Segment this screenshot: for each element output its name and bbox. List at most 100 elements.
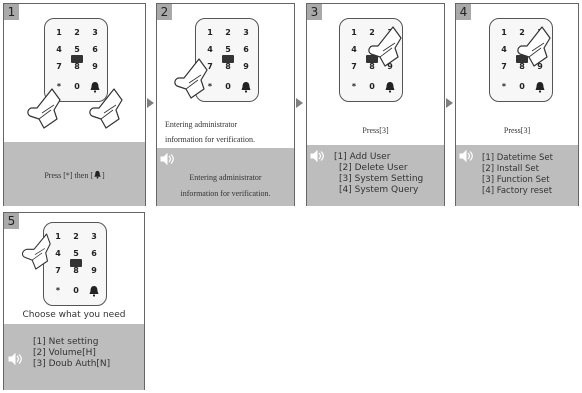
step-number: 3 <box>307 4 322 20</box>
voice-prompt-text: Entering administrator information for v… <box>157 170 294 202</box>
speaker-icon <box>8 353 22 365</box>
voice-line-2: information for verification. <box>180 189 271 198</box>
voice-menu-area <box>307 145 444 206</box>
keypad-key-8: 8 <box>73 266 79 275</box>
keypad-key-1: 1 <box>501 28 507 37</box>
step-number: 4 <box>456 4 471 20</box>
keypad-key-4: 4 <box>56 45 62 54</box>
menu-item: [3] Doub Auth[N] <box>33 359 111 369</box>
keypad-key-2: 2 <box>73 232 79 241</box>
keypad-key-*: * <box>57 82 62 91</box>
keypad-key-7: 7 <box>501 62 507 71</box>
menu-item: [1] Net setting <box>33 337 99 347</box>
card-icon <box>516 55 528 63</box>
keypad-key-7: 7 <box>56 62 62 71</box>
menu-item: [1] Datetime Set <box>482 153 553 163</box>
menu-item: [2] Volume[H] <box>33 348 96 358</box>
keypad-key-8: 8 <box>225 62 231 71</box>
keypad-key-1: 1 <box>207 28 213 37</box>
keypad-key-0: 0 <box>225 82 231 91</box>
voice-line-1: Entering administrator <box>189 173 262 182</box>
keypad-key-2: 2 <box>74 28 80 37</box>
speaker-icon <box>160 153 174 165</box>
keypad-key-2: 2 <box>225 28 231 37</box>
keypad-key-1: 1 <box>351 28 357 37</box>
arrow-right-icon <box>147 98 154 108</box>
instruction-caption: Press [*] then [ <box>44 171 93 180</box>
keypad-key-7: 7 <box>207 62 213 71</box>
menu-item: [2] Delete User <box>339 163 408 173</box>
speaker-icon <box>310 150 324 162</box>
voice-menu-area <box>4 324 144 390</box>
instruction-text: Press [*] then [ ] <box>4 170 145 181</box>
bell-icon <box>241 82 251 93</box>
keypad-key-9: 9 <box>243 62 249 71</box>
hand-pointer-icon <box>21 233 51 270</box>
keypad-key-0: 0 <box>74 82 80 91</box>
keypad-key-9: 9 <box>92 62 98 71</box>
keypad-key-5: 5 <box>225 45 231 54</box>
keypad-key-9: 9 <box>537 62 543 71</box>
status-text: Entering administrator information for v… <box>165 117 294 147</box>
keypad-key-5: 5 <box>74 45 80 54</box>
keypad-key-3: 3 <box>91 232 97 241</box>
keypad-key-8: 8 <box>519 62 525 71</box>
keypad-key-*: * <box>208 82 213 91</box>
keypad-key-4: 4 <box>501 45 507 54</box>
speaker-icon <box>459 150 473 162</box>
keypad-key-0: 0 <box>369 82 375 91</box>
keypad-keys: 1 2 3 4 5 6 7 8 9 * 0 <box>207 28 251 93</box>
keypad: 1 2 3 4 5 6 7 8 9 * 0 <box>195 18 259 102</box>
card-icon <box>70 259 82 267</box>
bell-icon <box>89 286 99 297</box>
menu-item: [4] System Query <box>339 185 419 195</box>
status-line-2: information for verification. <box>165 135 255 144</box>
bell-icon <box>90 82 100 93</box>
keypad-key-6: 6 <box>243 45 249 54</box>
bell-icon <box>93 170 102 181</box>
voice-menu: [1] Add User [2] Delete User [3] System … <box>334 152 423 196</box>
keypad-key-2: 2 <box>519 28 525 37</box>
keypad-key-8: 8 <box>369 62 375 71</box>
card-icon <box>222 55 234 63</box>
keypad-key-4: 4 <box>55 249 61 258</box>
keypad-key-*: * <box>56 286 61 295</box>
keypad-key-7: 7 <box>55 266 61 275</box>
keypad-key-2: 2 <box>369 28 375 37</box>
keypad-key-4: 4 <box>207 45 213 54</box>
status-line-1: Entering administrator <box>165 120 238 129</box>
keypad-key-5: 5 <box>73 249 79 258</box>
voice-menu-area <box>456 145 578 206</box>
bell-icon <box>385 82 395 93</box>
menu-item: [1] Add User <box>334 152 391 162</box>
menu-item: [2] Install Set <box>482 164 539 174</box>
bell-icon <box>535 82 545 93</box>
hand-pointer-icon <box>174 58 208 99</box>
step-number: 1 <box>4 4 19 20</box>
keypad-key-9: 9 <box>91 266 97 275</box>
keypad-key-7: 7 <box>351 62 357 71</box>
voice-menu: [1] Datetime Set [2] Install Set [3] Fun… <box>482 153 553 197</box>
voice-menu: [1] Net setting [2] Volume[H] [3] Doub A… <box>33 337 110 370</box>
menu-item: [3] System Setting <box>339 174 424 184</box>
hand-pointer-icon <box>368 26 402 67</box>
keypad-key-6: 6 <box>91 249 97 258</box>
keypad-key-*: * <box>352 82 357 91</box>
keypad-key-1: 1 <box>55 232 61 241</box>
instruction-area <box>4 142 145 206</box>
keypad-key-3: 3 <box>92 28 98 37</box>
keypad-key-9: 9 <box>387 62 393 71</box>
keypad-key-0: 0 <box>519 82 525 91</box>
menu-item: [4] Factory reset <box>482 186 553 196</box>
keypad-key-3: 3 <box>243 28 249 37</box>
instruction-caption-end: ] <box>101 171 105 180</box>
hand-pointer-icon <box>517 26 551 67</box>
step-number: 5 <box>4 213 19 229</box>
